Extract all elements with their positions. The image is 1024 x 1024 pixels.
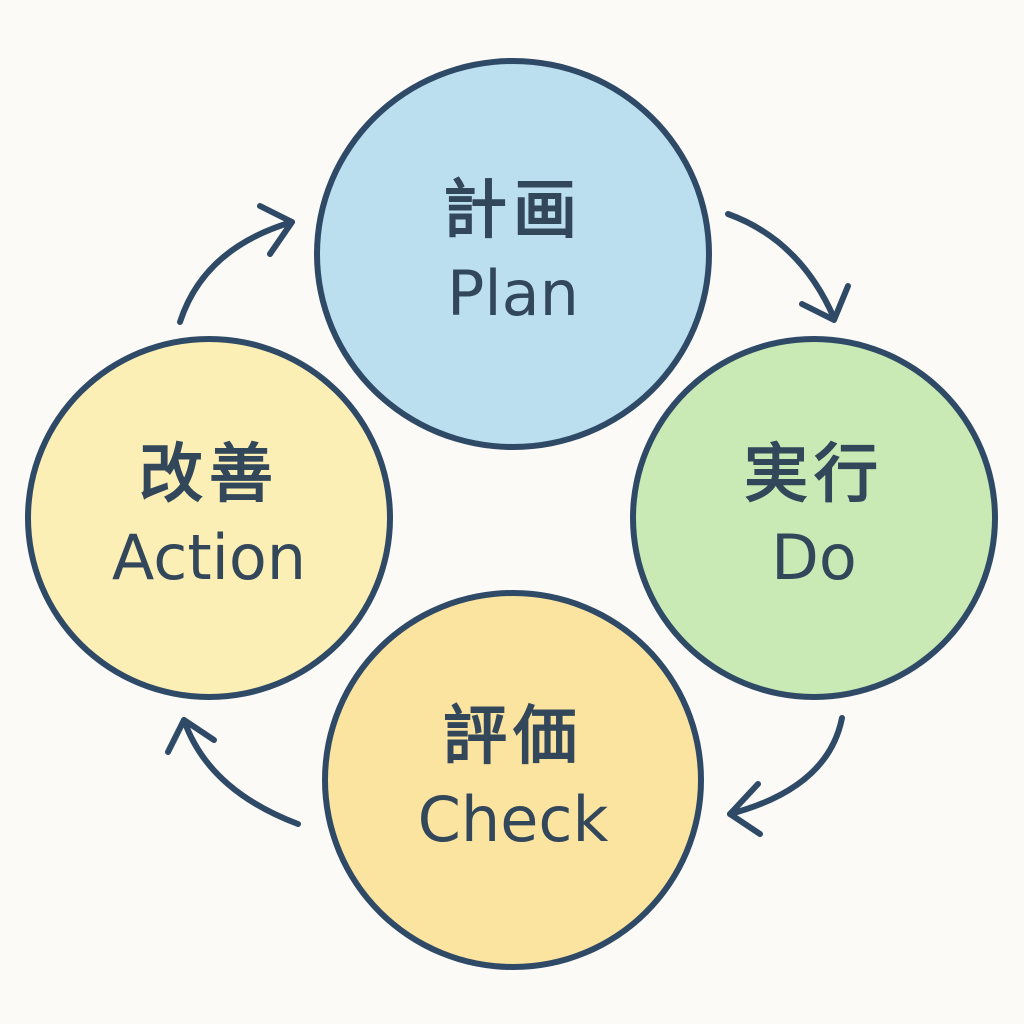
plan-label-en: Plan (447, 257, 579, 331)
arrow-action-to-plan (177, 219, 295, 325)
arrow-check-to-action (181, 717, 301, 827)
arrow-do-to-check (727, 715, 845, 817)
action-circle: 改善 Action (25, 336, 393, 700)
do-label-en: Do (771, 521, 857, 595)
action-label-jp: 改善 (139, 438, 279, 513)
do-label-jp: 実行 (744, 438, 884, 513)
arrow-plan-to-do (725, 211, 837, 321)
arrow-action-to-plan-head (257, 203, 295, 257)
plan-label-jp: 計画 (443, 174, 583, 249)
check-label-en: Check (417, 783, 609, 857)
action-label-en: Action (111, 521, 307, 595)
arrow-plan-to-do-head (799, 283, 851, 323)
plan-circle: 計画 Plan (314, 58, 712, 450)
check-circle: 評価 Check (322, 590, 704, 970)
check-label-jp: 評価 (443, 700, 583, 775)
do-circle: 実行 Do (630, 336, 998, 700)
arrow-check-to-action-head (165, 717, 217, 755)
arrow-do-to-check-head (727, 781, 763, 837)
